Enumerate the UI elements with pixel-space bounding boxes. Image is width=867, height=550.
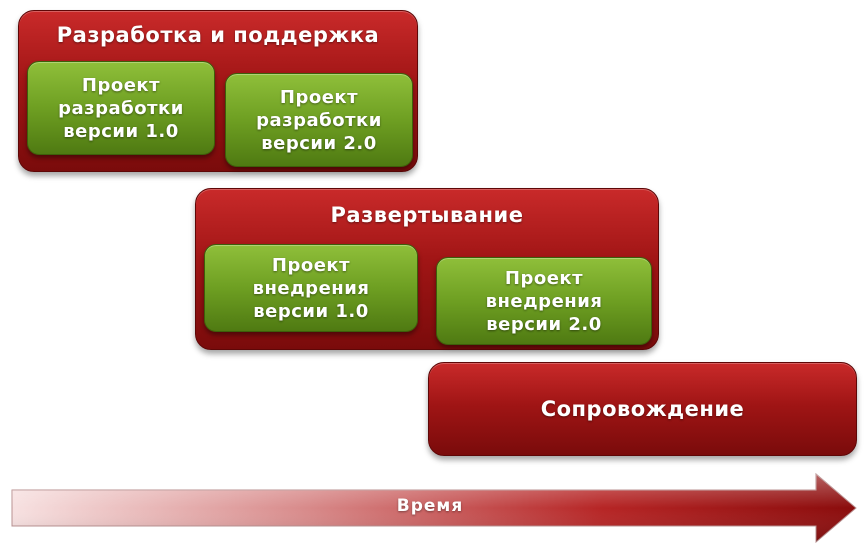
project-development-v2-label: Проект разработки версии 2.0: [256, 86, 382, 154]
phase-development: Разработка и поддержка Проект разработки…: [18, 10, 418, 172]
timeline-arrow: [11, 472, 857, 544]
project-deployment-v1: Проект внедрения версии 1.0: [204, 244, 418, 332]
phase-deployment-title: Развертывание: [330, 203, 524, 227]
project-development-v1-label: Проект разработки версии 1.0: [58, 74, 184, 142]
phase-maintenance-title: Сопровождение: [540, 397, 745, 421]
phase-development-title: Разработка и поддержка: [56, 23, 380, 47]
project-deployment-v2: Проект внедрения версии 2.0: [436, 257, 652, 345]
phase-deployment: Развертывание Проект внедрения версии 1.…: [195, 188, 659, 350]
phase-maintenance: Сопровождение: [428, 362, 857, 456]
project-deployment-v2-label: Проект внедрения версии 2.0: [485, 267, 603, 335]
project-development-v2: Проект разработки версии 2.0: [225, 73, 413, 167]
timeline-label: Время: [396, 496, 464, 516]
project-development-v1: Проект разработки версии 1.0: [27, 61, 215, 155]
project-deployment-v1-label: Проект внедрения версии 1.0: [252, 254, 370, 322]
